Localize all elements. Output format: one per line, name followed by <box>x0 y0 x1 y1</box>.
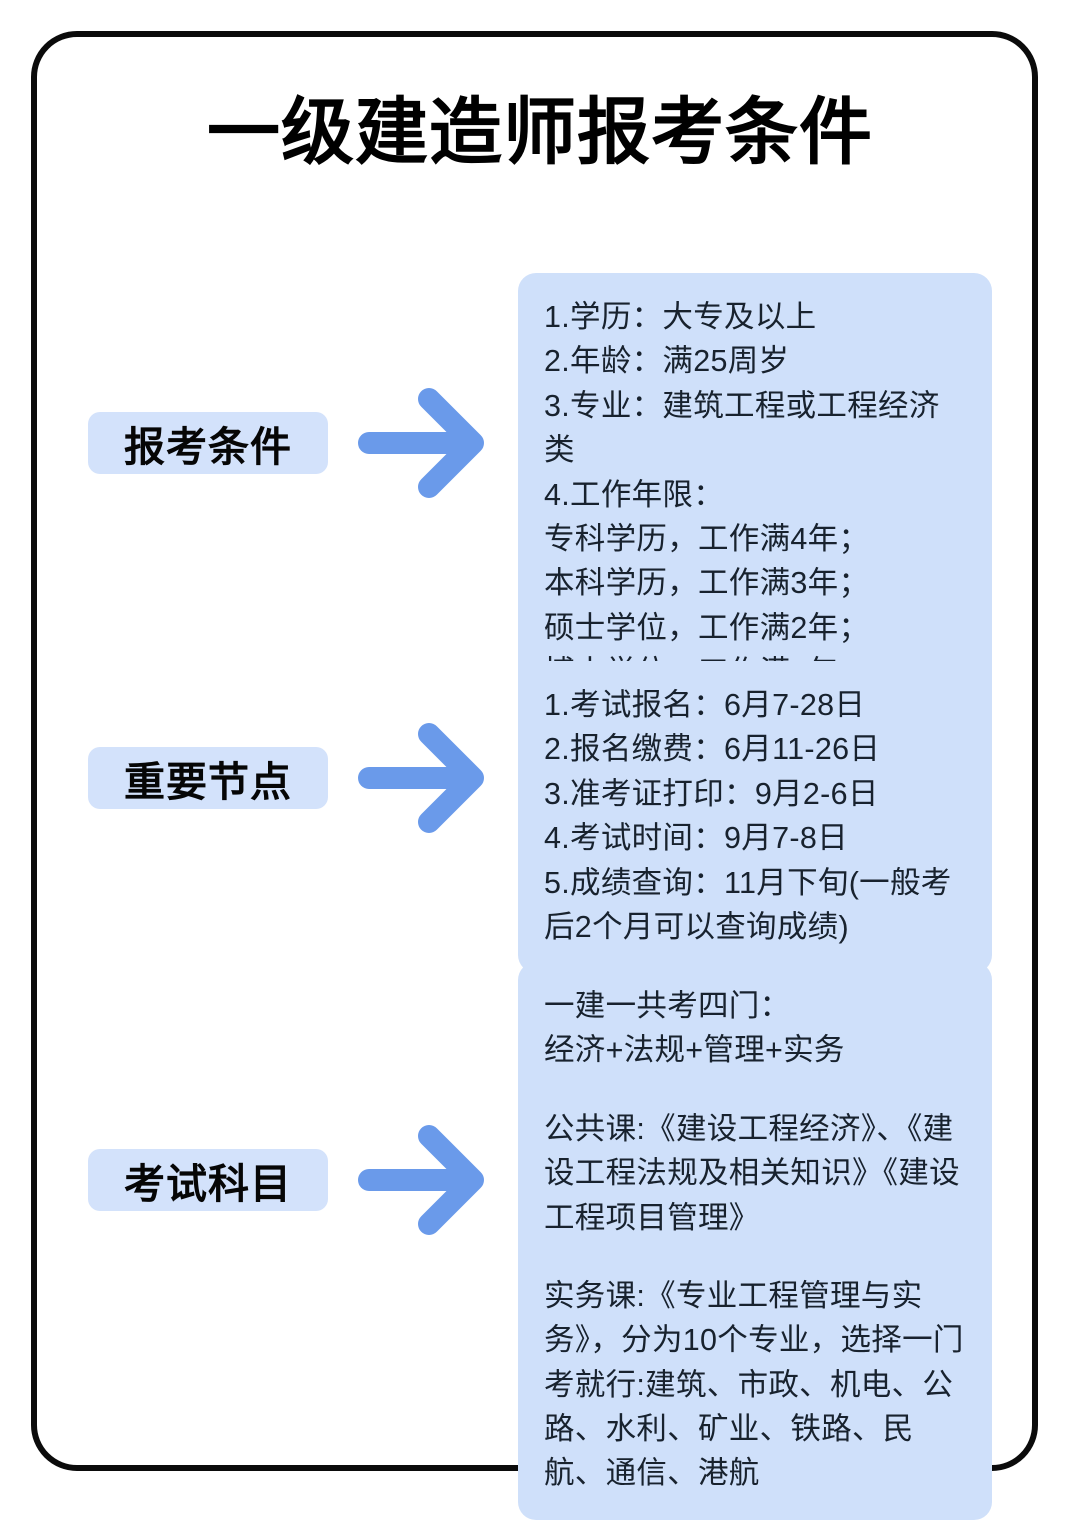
block-line: 2.年龄：满25周岁 <box>544 344 790 379</box>
section-label-baokaotiaojian[interactable]: 报考条件 <box>88 412 328 474</box>
block-line: 1.考试报名：6月7-28日 <box>544 688 866 722</box>
block-line: 一建一共考四门： <box>544 989 791 1023</box>
page-title: 一级建造师报考条件 <box>207 92 873 173</box>
block-paragraph: 1.考试报名：6月7-28日 2.报名缴费：6月11-26日 3.准考证打印：9… <box>544 683 966 949</box>
block-paragraph: 1.学历：大专及以上 2.年龄：满25周岁 3.专业：建筑工程或工程经济类 4.… <box>544 295 966 694</box>
block-line: 3.专业：建筑工程或工程经济类 <box>544 388 940 468</box>
block-line: 硕士学位，工作满2年； <box>544 610 870 645</box>
section-label-text: 报考条件 <box>124 424 292 470</box>
block-line: 实务课:《专业工程管理与实务》，分为10个专业，选择一门考就行:建筑、市政、机电… <box>544 1278 964 1491</box>
block-line: 经济+法规+管理+实务 <box>544 1033 845 1068</box>
right-arrow-icon <box>357 718 492 838</box>
block-line: 4.考试时间：9月7-8日 <box>544 821 848 856</box>
section-label-text: 考试科目 <box>124 1161 292 1207</box>
block-line: 4.工作年限： <box>544 477 725 512</box>
paragraph-spacer <box>544 1073 966 1107</box>
block-line: 2.报名缴费：6月11-26日 <box>544 732 881 767</box>
content-block-timeline: 1.考试报名：6月7-28日 2.报名缴费：6月11-26日 3.准考证打印：9… <box>518 661 992 974</box>
section-label-zhongyaojiedian[interactable]: 重要节点 <box>88 747 328 809</box>
block-line: 本科学历，工作满3年； <box>544 566 870 601</box>
section-label-kaoshikemu[interactable]: 考试科目 <box>88 1149 328 1211</box>
block-line: 公共课:《建设工程经济》、《建设工程法规及相关知识》《建设工程项目管理》 <box>544 1111 960 1235</box>
block-paragraph-public-courses: 公共课:《建设工程经济》、《建设工程法规及相关知识》《建设工程项目管理》 <box>544 1107 966 1240</box>
block-line: 5.成绩查询：11月下旬(一般考后2个月可以查询成绩) <box>544 865 952 944</box>
right-arrow-icon <box>357 1120 492 1240</box>
block-line: 3.准考证打印：9月2-6日 <box>544 776 879 811</box>
content-block-requirements: 1.学历：大专及以上 2.年龄：满25周岁 3.专业：建筑工程或工程经济类 4.… <box>518 273 992 719</box>
section-label-text: 重要节点 <box>124 759 292 805</box>
block-paragraph-intro: 一建一共考四门： 经济+法规+管理+实务 <box>544 984 966 1073</box>
right-arrow-icon <box>357 383 492 503</box>
paragraph-spacer <box>544 1240 966 1274</box>
block-line: 1.学历：大专及以上 <box>544 300 817 334</box>
block-line: 专科学历，工作满4年； <box>544 521 870 556</box>
content-block-subjects: 一建一共考四门： 经济+法规+管理+实务 公共课:《建设工程经济》、《建设工程法… <box>518 962 992 1520</box>
block-paragraph-practical-courses: 实务课:《专业工程管理与实务》，分为10个专业，选择一门考就行:建筑、市政、机电… <box>544 1274 966 1496</box>
